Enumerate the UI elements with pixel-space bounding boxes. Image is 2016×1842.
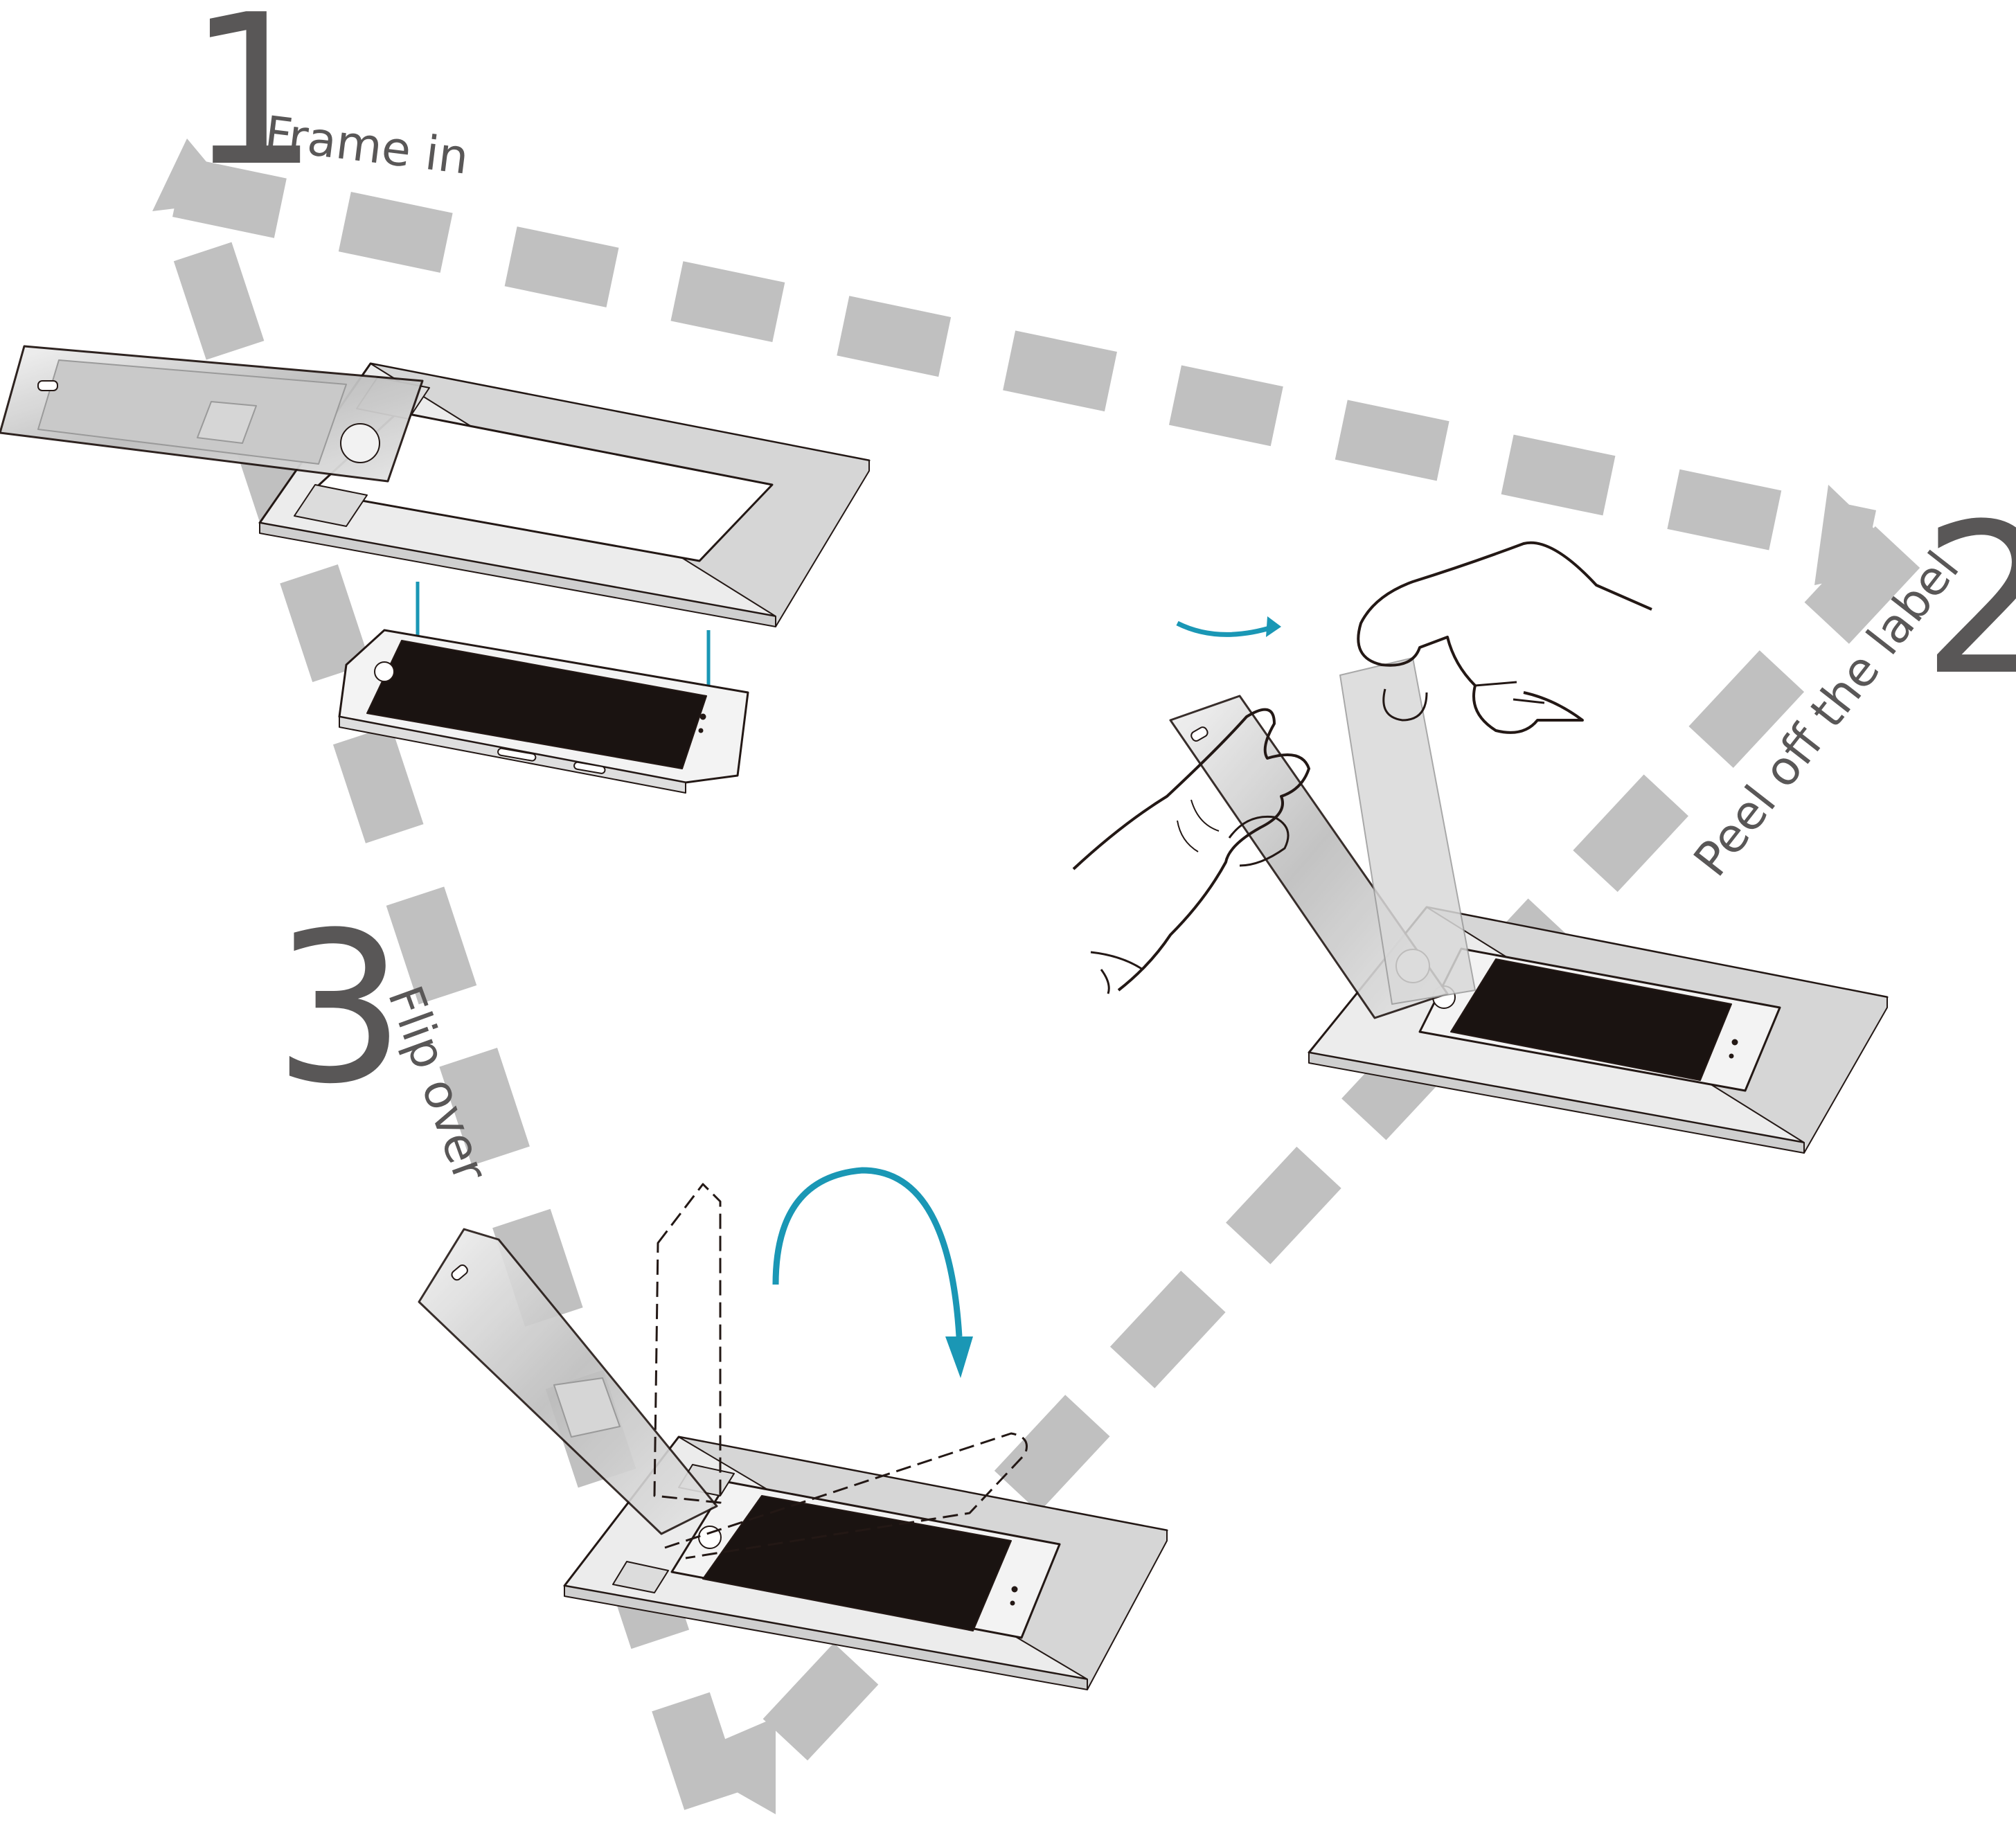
left-hand: [1072, 708, 1310, 992]
right-hand: [1357, 541, 1652, 734]
step-1-number: 1: [187, 0, 319, 212]
phone-step-1: [338, 629, 749, 794]
dashed-path-step3-to-step1: [152, 138, 742, 1810]
step-1-illustration: [0, 345, 871, 794]
peel-direction-arrow: [1176, 620, 1276, 637]
flip-ghost-outlines: [653, 1183, 1028, 1559]
step-2-number: 2: [1922, 479, 2016, 721]
step-3-number: 3: [274, 888, 406, 1129]
step-2-illustration: [1072, 541, 1889, 1154]
step-3-illustration: [418, 1167, 1168, 1690]
screen-protector: [418, 1228, 718, 1535]
peeled-label-film: [1339, 657, 1476, 1005]
flip-direction-arrow: [772, 1167, 963, 1337]
